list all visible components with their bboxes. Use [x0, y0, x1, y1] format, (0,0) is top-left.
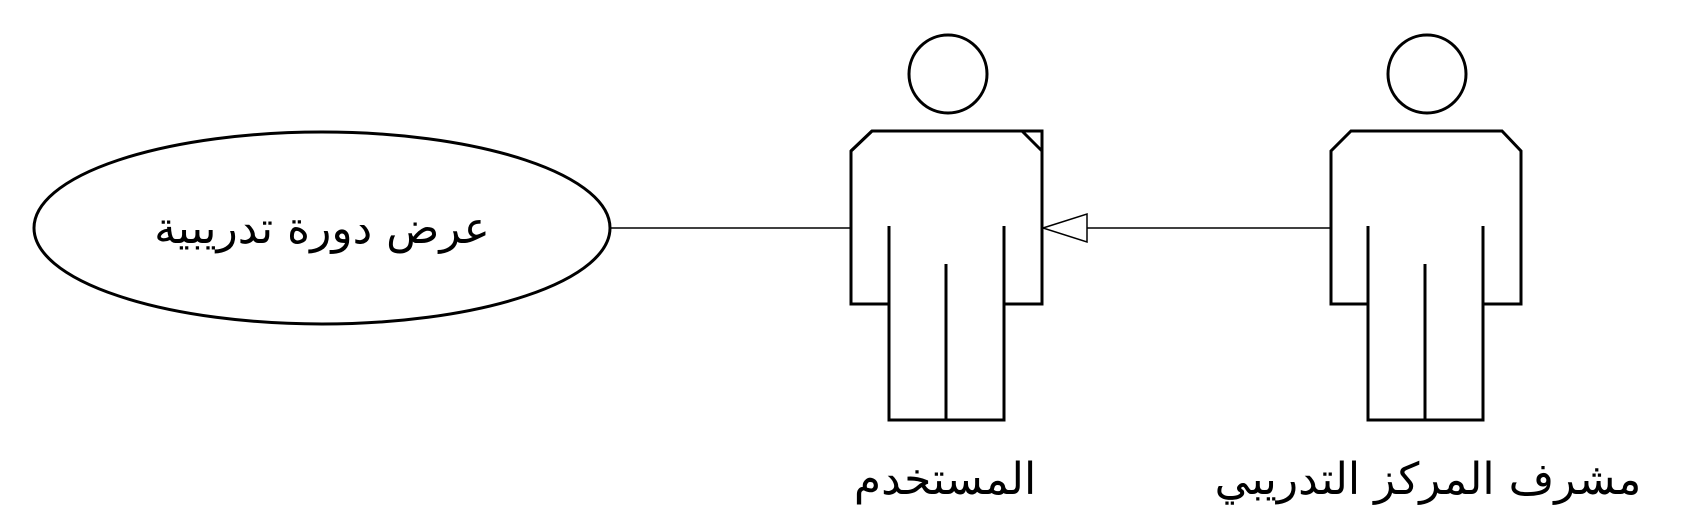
actor-supervisor-head — [1386, 33, 1468, 115]
actor-user-head — [907, 33, 989, 115]
actor-user-shoulders — [849, 129, 1044, 153]
use-case-label: عرض دورة تدريبية — [154, 203, 490, 254]
actor-supervisor[interactable]: مشرف المركز التدريبي — [1215, 33, 1642, 505]
actor-user-label: المستخدم — [854, 454, 1036, 505]
actor-supervisor-label: مشرف المركز التدريبي — [1215, 454, 1642, 505]
actor-user[interactable]: المستخدم — [849, 33, 1044, 505]
use-case-ellipse — [32, 130, 612, 326]
use-case[interactable]: عرض دورة تدريبية — [32, 130, 612, 326]
generalization-arrowhead — [1040, 212, 1088, 244]
